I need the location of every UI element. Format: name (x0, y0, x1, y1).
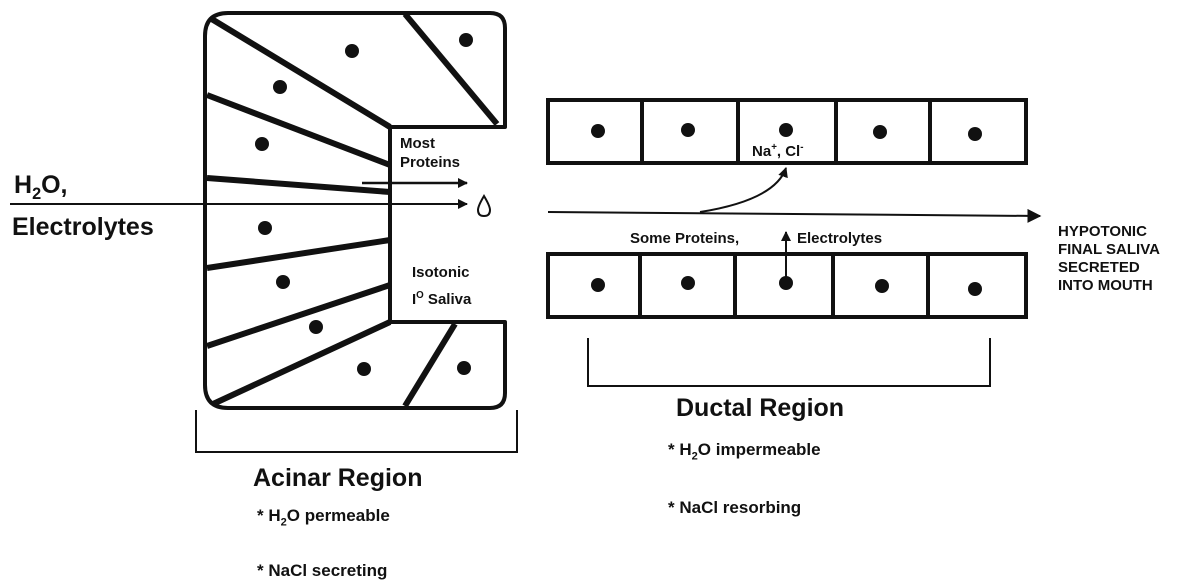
ductal-note-water: * H2O impermeable (668, 440, 821, 463)
acinar-cell-wall (211, 319, 392, 407)
nucleus (457, 361, 471, 375)
ductal-upper-cells (546, 98, 1028, 165)
acinar-cell-wall (402, 12, 500, 126)
nucleus (681, 123, 695, 137)
duct-cell-row-upper (546, 98, 1028, 165)
electrolytes-input-label: Electrolytes (12, 213, 154, 241)
nucleus (591, 124, 605, 138)
ductal-region-title: Ductal Region (676, 394, 845, 422)
nucleus (357, 362, 371, 376)
final-saliva-label: HYPOTONIC FINAL SALIVA SECRETED INTO MOU… (1058, 223, 1189, 295)
nucleus (779, 276, 793, 290)
final-saliva-line4: INTO MOUTH (1058, 277, 1153, 294)
ductal-bracket (587, 338, 991, 387)
secretion-arrows (10, 178, 468, 209)
acinar-bracket (195, 410, 518, 453)
some-proteins-label: Some Proteins, (630, 230, 740, 247)
nucleus (968, 127, 982, 141)
acinar-cell-wall (205, 92, 392, 168)
nucleus (968, 282, 982, 296)
acinar-outline (203, 11, 507, 410)
most-proteins-line2: Proteins (400, 154, 461, 171)
most-proteins-line1: Most (400, 135, 435, 152)
nucleus (345, 44, 359, 58)
acinar-cell-wall (206, 282, 391, 349)
saliva-droplet-icon (476, 194, 492, 218)
primary-saliva-label: IO Saliva (412, 290, 472, 308)
isotonic-label: Isotonic (412, 264, 470, 281)
final-saliva-line3: SECRETED (1058, 259, 1140, 276)
nucleus (273, 80, 287, 94)
nucleus (459, 33, 473, 47)
nucleus (309, 320, 323, 334)
ductal-nuclei (591, 123, 982, 296)
acinar-nuclei (255, 33, 473, 376)
ductal-flow-arrows (547, 167, 1042, 280)
water-input-label: H2O, (14, 171, 68, 203)
acinar-cell-wall (208, 15, 392, 130)
na-cl-label: Na+, Cl- (752, 142, 804, 160)
most-proteins-label: Most Proteins (400, 134, 460, 172)
acinar-note-nacl: * NaCl secreting (257, 561, 388, 580)
nucleus (591, 278, 605, 292)
nacl-resorption-arrow (699, 167, 788, 213)
nucleus (779, 123, 793, 137)
final-saliva-line2: FINAL SALIVA (1058, 241, 1160, 258)
final-saliva-line1: HYPOTONIC (1058, 223, 1147, 240)
duct-electrolytes-label: Electrolytes (797, 230, 883, 247)
acinar-note-water: * H2O permeable (257, 506, 390, 529)
acinar-cell-wall (402, 322, 458, 408)
nucleus (873, 125, 887, 139)
acinar-cell-wall (206, 175, 391, 195)
nucleus (258, 221, 272, 235)
acinar-cell-cluster (203, 11, 507, 410)
nucleus (276, 275, 290, 289)
saliva-flow-arrow (547, 208, 1042, 223)
nucleus (875, 279, 889, 293)
acinar-cell-wall (206, 237, 391, 271)
nucleus (255, 137, 269, 151)
nucleus (681, 276, 695, 290)
acinar-region-title: Acinar Region (253, 464, 423, 492)
ductal-note-nacl: * NaCl resorbing (668, 498, 802, 517)
